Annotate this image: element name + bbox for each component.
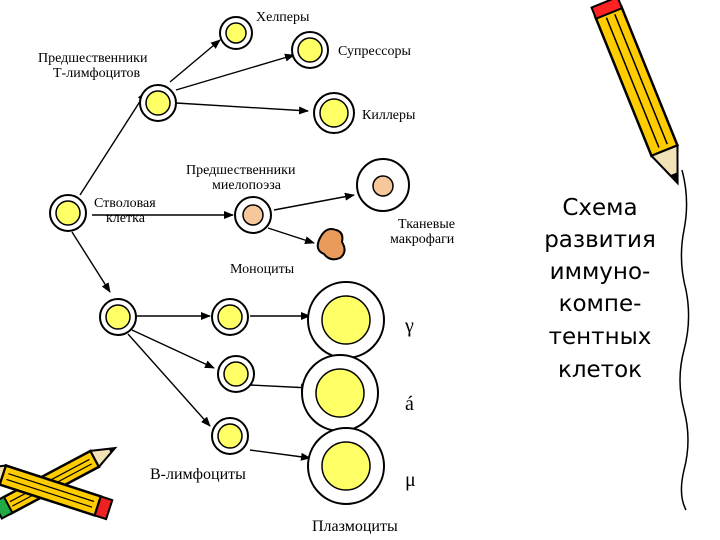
killer-cell [313, 92, 355, 134]
arrow-mu-pre-to-plasma [249, 449, 311, 461]
label-gamma: γ [404, 315, 414, 337]
arrow-alpha-pre-to-plasma [249, 383, 311, 392]
arrow-t-to-helpers [169, 39, 221, 83]
label-macro-1: Тканевые [398, 217, 455, 232]
cells [49, 16, 410, 505]
arrow-t-to-killers [175, 102, 309, 115]
arrows [71, 39, 355, 461]
monocyte-cell [316, 228, 346, 261]
label-b-lymphocytes: В-лимфоциты [150, 466, 246, 483]
title-line-6: клеток [558, 357, 642, 383]
stem-cell [49, 194, 87, 232]
helper-cell [219, 16, 253, 50]
gamma-precursor-cell [211, 298, 249, 336]
arrow-myelo-to-macrophage [273, 192, 355, 211]
label-alpha: á [405, 393, 414, 415]
label-plasmocytes: Плазмоциты [312, 518, 398, 535]
plasma-cell-gamma [307, 281, 385, 359]
t-precursor-cell [139, 84, 177, 122]
plasma-cell-alpha [301, 354, 379, 432]
label-myelo-2: миелопоэза [212, 178, 282, 193]
arrow-b-to-alpha-pre [131, 329, 215, 369]
b-lymphocyte-cell [99, 298, 137, 336]
label-t-precursors-2: Т-лимфоцитов [53, 66, 141, 81]
title-line-5: тентных [549, 324, 652, 350]
plasma-cell-mu [307, 427, 385, 505]
label-monocytes: Моноциты [230, 262, 295, 277]
arrow-t-to-suppressors [175, 53, 295, 91]
label-stem-2: клетка [106, 211, 146, 226]
scheme-title: Схема развития иммуно- компе- тентных кл… [544, 195, 656, 383]
label-myelo-1: Предшественники [186, 163, 296, 178]
margin-line [679, 169, 690, 511]
label-mu: μ [405, 469, 416, 491]
myelo-precursor-cell [234, 196, 272, 234]
macrophage-cell [356, 158, 410, 212]
labels: Хелперы Супрессоры Предшественники Т-лим… [38, 10, 455, 535]
label-t-precursors-1: Предшественники [38, 51, 148, 66]
title-line-2: развития [544, 227, 656, 253]
pencil-icon [590, 0, 680, 186]
arrow-myelo-to-monocyte [267, 227, 315, 245]
title-line-1: Схема [562, 195, 637, 221]
title-line-4: компе- [559, 291, 642, 317]
suppressor-cell [291, 31, 329, 69]
arrow-stem-to-b [71, 231, 111, 293]
arrow-b-to-mu-pre [127, 333, 211, 427]
alpha-precursor-cell [217, 355, 255, 393]
label-macro-2: макрофаги [390, 232, 455, 247]
label-suppressors: Супрессоры [338, 44, 411, 59]
mu-precursor-cell [211, 417, 249, 455]
title-line-3: иммуно- [550, 259, 651, 285]
arrow-stem-to-t [79, 91, 147, 196]
label-killers: Киллеры [362, 108, 416, 123]
label-helpers: Хелперы [256, 10, 310, 25]
label-stem-1: Стволовая [94, 196, 156, 211]
crossed-pencils-icon [0, 446, 118, 521]
